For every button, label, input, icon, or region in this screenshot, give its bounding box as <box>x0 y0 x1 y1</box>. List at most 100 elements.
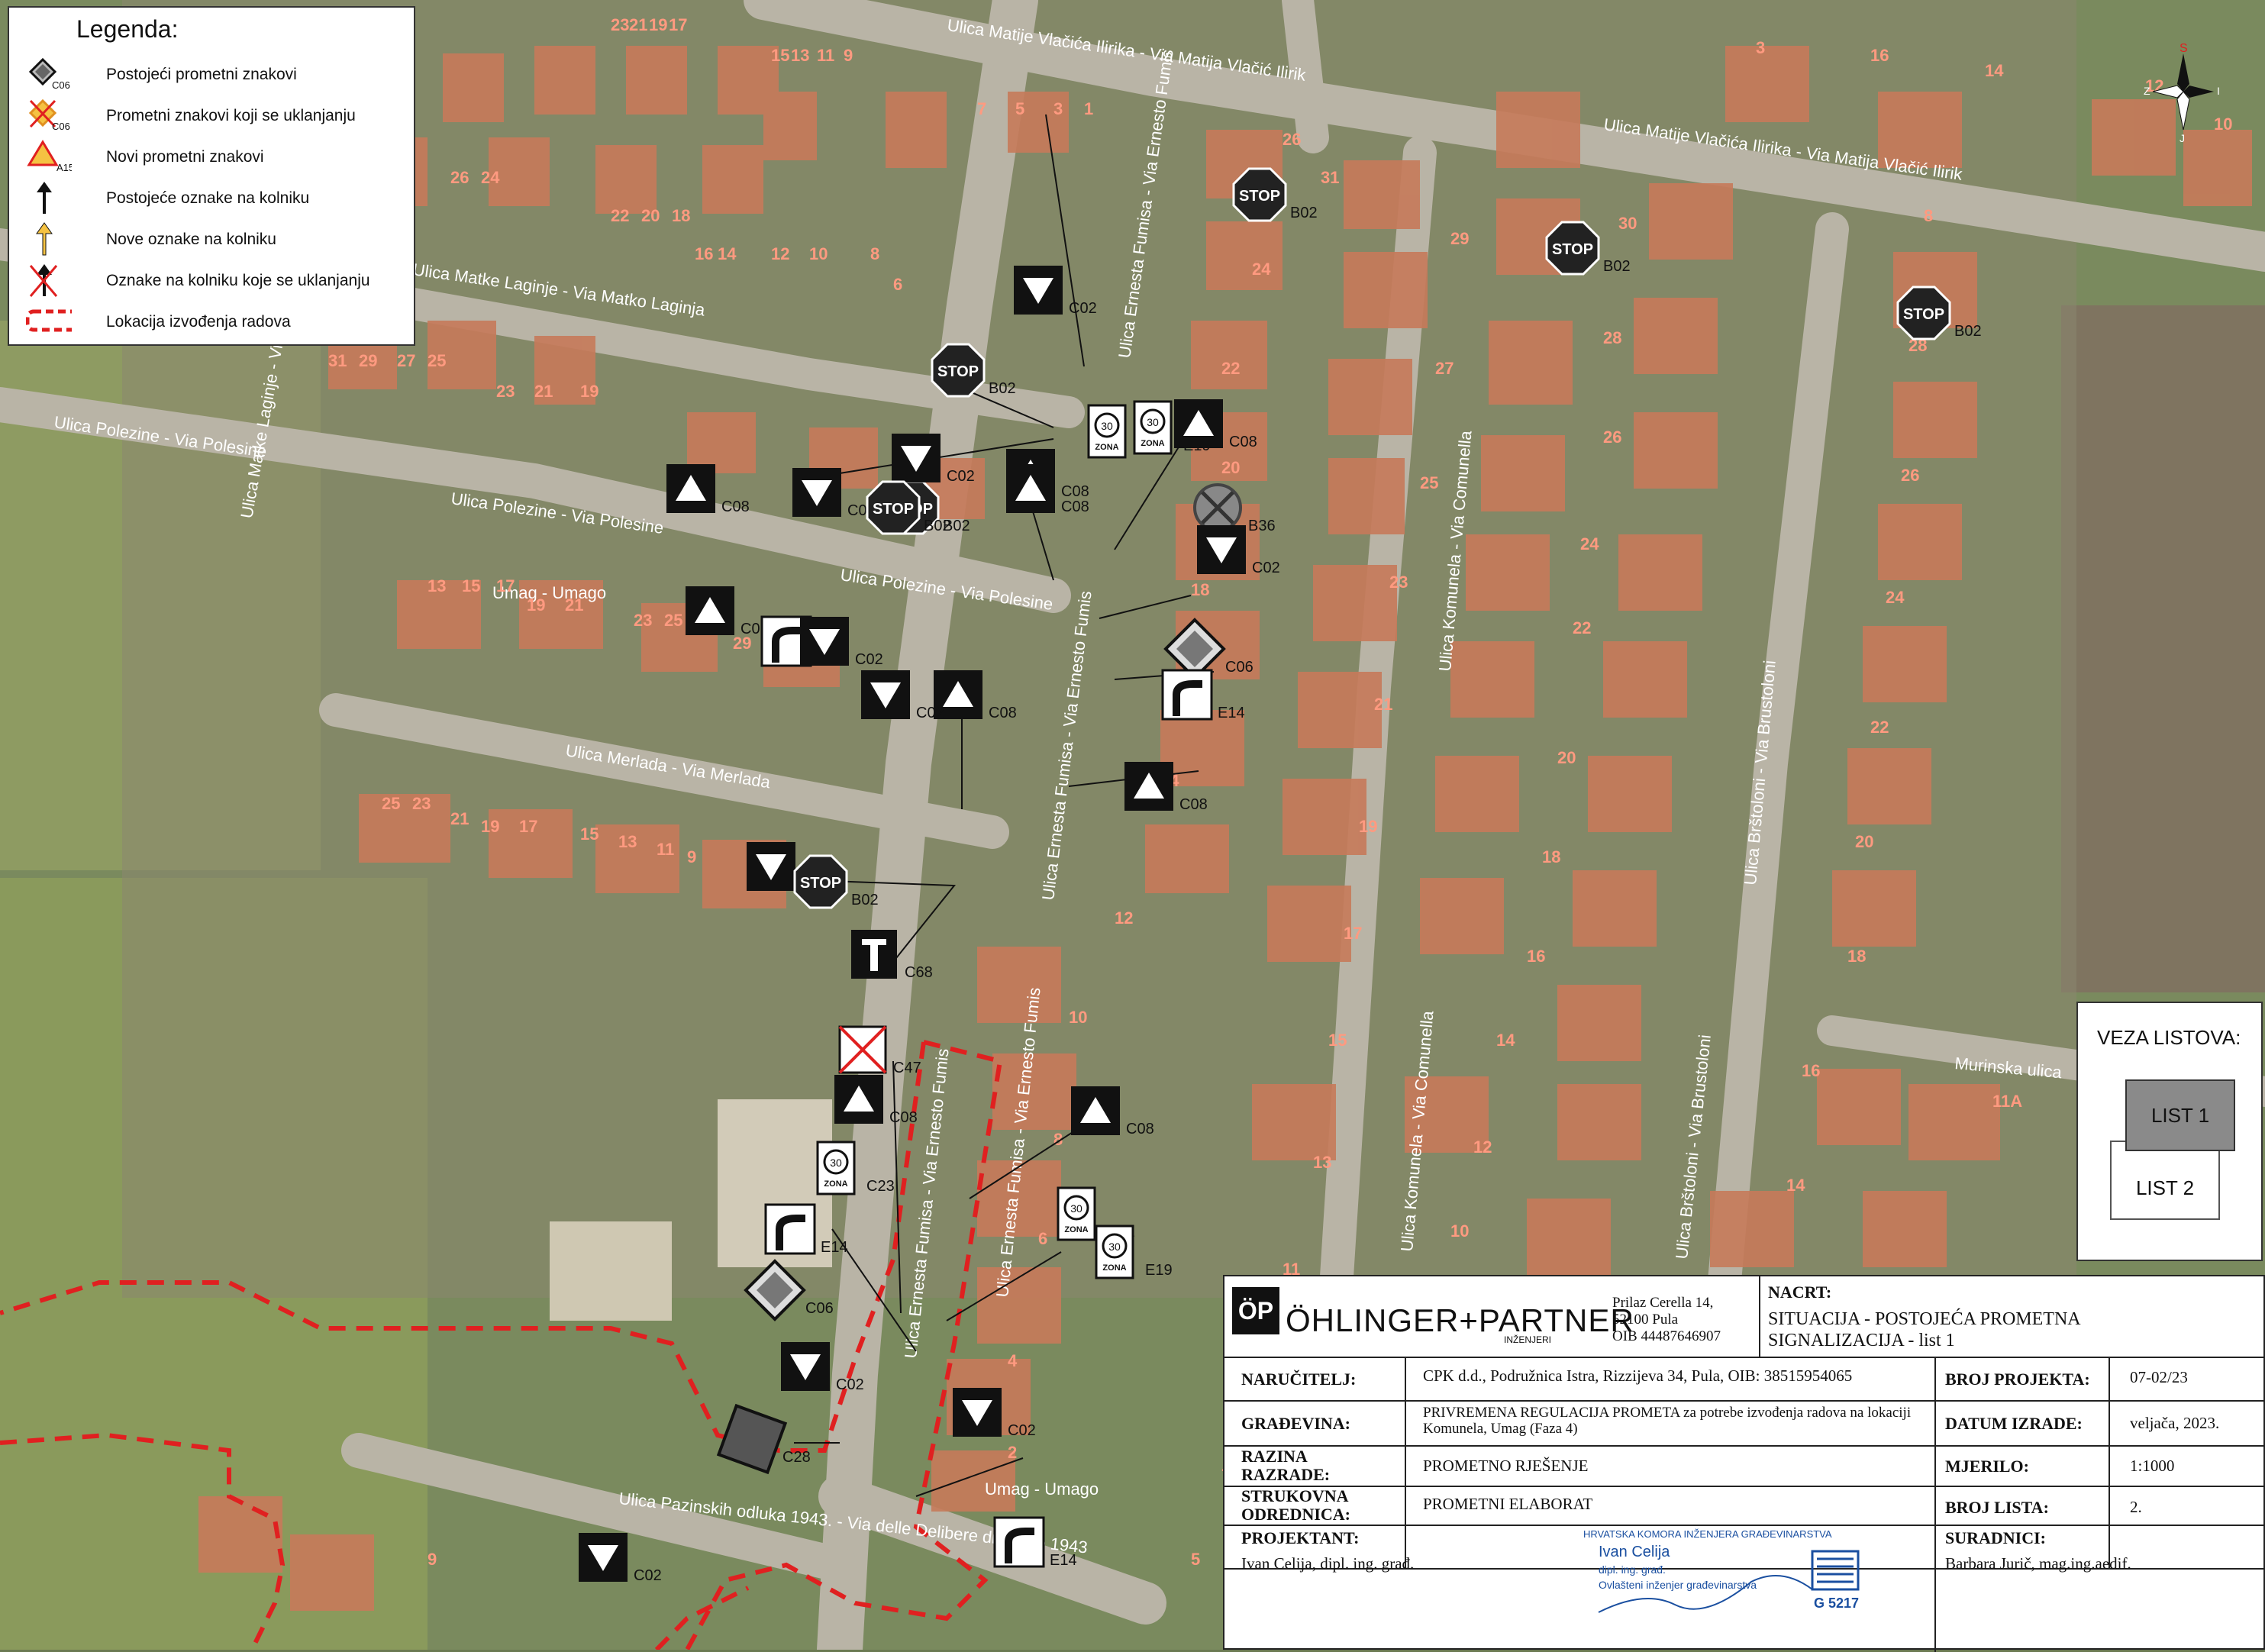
house-number: 8 <box>1924 206 1933 225</box>
house-number: 2 <box>1008 1443 1017 1462</box>
house-number: 29 <box>359 351 377 370</box>
stamp-line: HRVATSKA KOMORA INŽENJERA GRAĐEVINARSTVA <box>1583 1528 1832 1540</box>
svg-text:ZONA: ZONA <box>1095 443 1118 452</box>
svg-text:C06: C06 <box>52 79 70 91</box>
sign-code-label: B02 <box>1290 205 1318 221</box>
house-number: 23 <box>634 611 652 630</box>
house-number: 27 <box>397 351 415 370</box>
sign-leaders <box>747 114 1215 1497</box>
svg-text:30: 30 <box>1108 1241 1121 1253</box>
house-number: 20 <box>641 206 660 225</box>
svg-text:C06: C06 <box>52 121 70 132</box>
legend-panel: Legenda: C06 Postojeći prometni znakovi … <box>8 6 415 346</box>
house-number: 7 <box>977 99 986 118</box>
svg-text:30: 30 <box>1070 1202 1082 1215</box>
sheet-index-title: VEZA LISTOVA: <box>2097 1026 2241 1049</box>
worksite-outline <box>0 1040 1003 1650</box>
mjerilo-label: MJERILO: <box>1945 1457 2029 1476</box>
datum-label: DATUM IZRADE: <box>1945 1414 2083 1433</box>
house-number: 18 <box>672 206 690 225</box>
house-number: 23 <box>412 794 431 813</box>
sign-code-label: C23 <box>866 1178 895 1195</box>
house-number: 10 <box>2214 115 2232 134</box>
svg-text:30: 30 <box>830 1157 842 1169</box>
house-number: 24 <box>481 168 500 187</box>
address-line: Prilaz Cerella 14, <box>1612 1295 1714 1311</box>
signature-icon <box>1598 1550 1860 1613</box>
traffic-sign-c06-icon <box>744 1259 806 1321</box>
sign-code-label: C06 <box>1225 659 1253 676</box>
traffic-sign-e14-icon <box>993 1516 1045 1568</box>
svg-text:STOP: STOP <box>1903 306 1944 323</box>
sign-code-label: C02 <box>947 468 975 485</box>
house-number: 25 <box>664 611 682 630</box>
house-number: 18 <box>1542 847 1560 866</box>
sign-code-label: C08 <box>1179 796 1208 813</box>
sign-code-label: C08 <box>889 1109 918 1126</box>
sign-code-label: C06 <box>805 1300 834 1317</box>
house-number: 12 <box>1115 908 1133 928</box>
traffic-sign-c08-icon <box>1006 464 1055 513</box>
house-number: 20 <box>1557 748 1576 767</box>
company-name: ÖHLINGER+PARTNER <box>1286 1302 1634 1338</box>
traffic-sign-c08-icon <box>934 670 982 719</box>
broj-projekta-label: BROJ PROJEKTA: <box>1945 1370 2090 1389</box>
engineer-stamp: HRVATSKA KOMORA INŽENJERA GRAĐEVINARSTVA… <box>1583 1528 1889 1643</box>
sign-code-label: B36 <box>1248 518 1276 534</box>
svg-text:30: 30 <box>1101 420 1113 432</box>
sign-code-label: C08 <box>1061 499 1089 515</box>
compass-top: S <box>2179 42 2188 55</box>
suradnici-value: Barbara Jurič, mag.ing.aedif. <box>1945 1554 2131 1573</box>
house-number: 18 <box>1191 580 1209 599</box>
svg-text:30: 30 <box>1147 416 1159 428</box>
traffic-sign-b02-icon: STOP <box>866 480 921 535</box>
svg-text:STOP: STOP <box>800 875 841 892</box>
removed-sign-icon: C06 <box>28 98 70 132</box>
sign-code-label: E14 <box>821 1239 848 1256</box>
house-number: 13 <box>791 46 809 65</box>
legend-item: Lokacija izvođenja radova <box>26 304 408 339</box>
sign-code-label: C02 <box>836 1376 864 1393</box>
traffic-sign-c06-icon <box>1163 618 1226 680</box>
house-number: 23 <box>611 15 629 34</box>
house-number: 22 <box>1573 618 1591 637</box>
house-number: 13 <box>1313 1153 1331 1172</box>
gradevina-label: GRAĐEVINA: <box>1241 1414 1350 1433</box>
sign-code-label: C08 <box>1061 483 1089 500</box>
sheet-index-panel: VEZA LISTOVA: LIST 2 LIST 1 <box>2076 1002 2263 1261</box>
nacrt-label: NACRT: <box>1768 1283 1832 1302</box>
house-number: 14 <box>1496 1031 1515 1050</box>
new-marking-icon <box>36 222 53 256</box>
legend-item: Postojeće oznake na kolniku <box>26 180 408 215</box>
traffic-sign-c02-icon <box>781 1342 830 1391</box>
sign-code-label: B02 <box>1954 323 1982 340</box>
house-number: 15 <box>462 576 480 595</box>
house-number: 25 <box>428 351 446 370</box>
house-number: 10 <box>1069 1008 1087 1027</box>
traffic-sign-c02-icon <box>953 1388 1002 1437</box>
razina-label: RAZINA RAZRADE: <box>1241 1447 1331 1484</box>
house-number: 16 <box>1527 947 1545 966</box>
house-number: 24 <box>1252 260 1271 279</box>
traffic-sign-c28-icon <box>716 1403 788 1475</box>
house-number: 5 <box>1015 99 1024 118</box>
house-number: 19 <box>580 382 599 401</box>
sheet-2-box: LIST 2 <box>2110 1141 2220 1220</box>
narucitelj-label: NARUČITELJ: <box>1241 1370 1357 1389</box>
house-number: 19 <box>527 595 545 615</box>
house-number: 13 <box>618 832 637 851</box>
house-number: 19 <box>1359 817 1377 836</box>
compass-left: Z <box>2144 85 2150 97</box>
mjerilo-value: 1:1000 <box>2130 1457 2175 1475</box>
sign-code-label: C08 <box>721 499 750 515</box>
sign-code-label: C08 <box>1126 1121 1154 1137</box>
house-number: 14 <box>1786 1176 1805 1195</box>
house-number: 6 <box>1038 1229 1047 1248</box>
svg-text:STOP: STOP <box>937 363 979 380</box>
house-number: 17 <box>519 817 537 836</box>
traffic-sign-e14-icon <box>764 1203 816 1255</box>
house-number: 20 <box>1855 832 1873 851</box>
